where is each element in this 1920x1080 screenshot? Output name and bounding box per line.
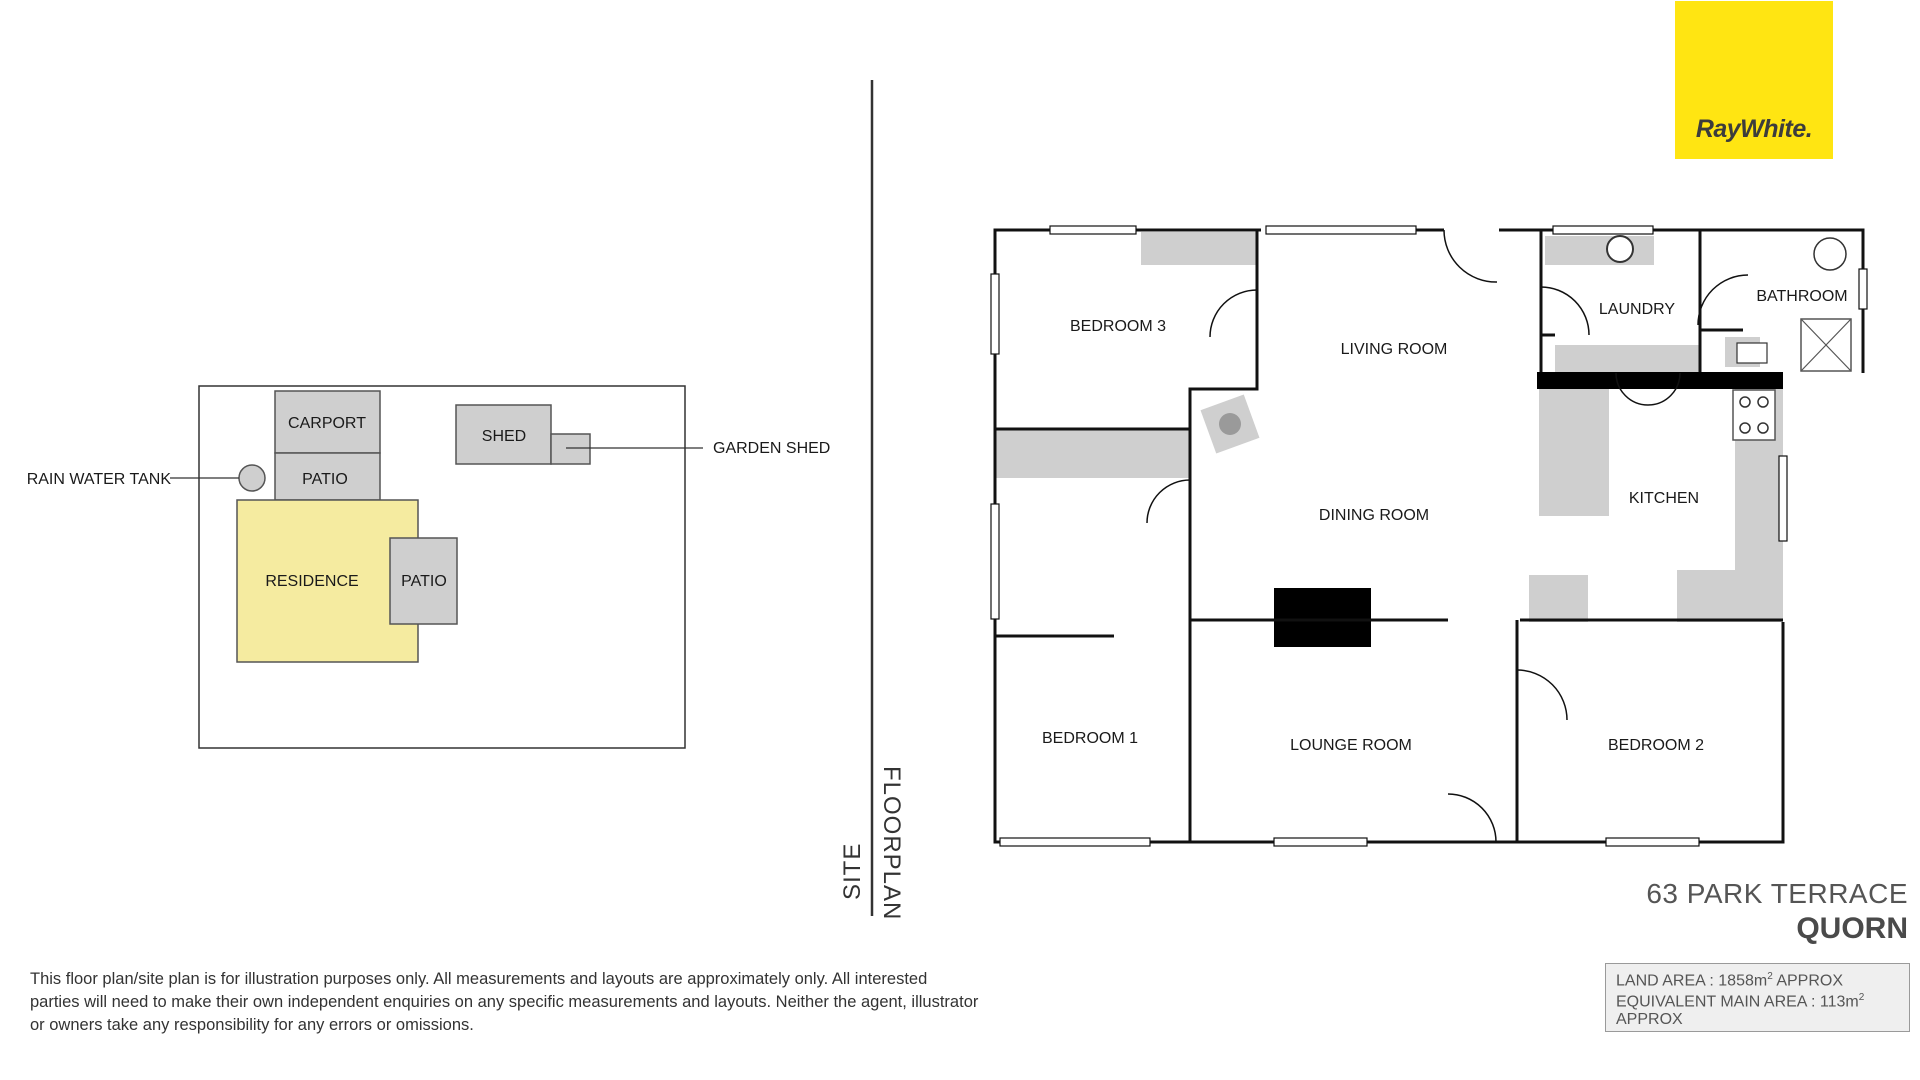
kitchen-bench-block <box>1537 372 1783 389</box>
room-label-living-room: LIVING ROOM <box>1341 341 1448 358</box>
laundry-tub-icon <box>1606 235 1634 263</box>
carport-label: CARPORT <box>288 415 366 432</box>
main-area-line: EQUIVALENT MAIN AREA : 113m2 <box>1616 992 1865 1011</box>
room-label-lounge-room: LOUNGE ROOM <box>1290 737 1412 754</box>
property-address: 63 PARK TERRACE QUORN <box>1646 878 1908 946</box>
floorplan-icons <box>1200 235 1852 647</box>
patio-side-label: PATIO <box>401 573 447 590</box>
site-section-label: SITE <box>839 843 866 900</box>
room-label-laundry: LAUNDRY <box>1599 301 1676 318</box>
garden-shed-label: GARDEN SHED <box>713 440 830 457</box>
floorplan-windows <box>990 225 1868 847</box>
carport-block <box>274 390 381 454</box>
room-label-bedroom1: BEDROOM 1 <box>1042 730 1138 747</box>
room-label-bathroom: BATHROOM <box>1756 288 1847 305</box>
residence-label: RESIDENCE <box>265 573 358 590</box>
patio-top-label: PATIO <box>302 471 348 488</box>
floorplan-section-label: FLOORPLAN <box>878 766 905 920</box>
area-info-box: LAND AREA : 1858m2 APPROX EQUIVALENT MAI… <box>1605 963 1910 1032</box>
garden-shed-block <box>550 433 591 465</box>
room-label-bedroom2: BEDROOM 2 <box>1608 737 1704 754</box>
room-label-bedroom3: BEDROOM 3 <box>1070 318 1166 335</box>
main-area-approx: APPROX <box>1616 1010 1683 1028</box>
patio-side-block <box>389 537 458 625</box>
toilet-icon <box>1813 237 1847 271</box>
logo-text: RayWhite. <box>1695 115 1813 143</box>
vanity-basin-icon <box>1736 342 1768 364</box>
room-label-dining-room: DINING ROOM <box>1319 507 1429 524</box>
floorplan-door-swings <box>1146 229 1749 843</box>
land-area-line: LAND AREA : 1858m2 APPROX <box>1616 971 1843 990</box>
street-address: 63 PARK TERRACE <box>1646 878 1908 909</box>
town-name: QUORN <box>1796 912 1908 945</box>
disclaimer-text: This floor plan/site plan is for illustr… <box>30 970 979 1034</box>
rain-water-tank-label: RAIN WATER TANK <box>27 471 172 488</box>
fireplace-icon <box>1274 588 1371 647</box>
raywhite-logo: RayWhite. <box>1675 1 1833 159</box>
shed-label: SHED <box>482 428 526 445</box>
floorplan-fixtures <box>996 232 1852 622</box>
room-label-kitchen: KITCHEN <box>1629 490 1699 507</box>
rain-water-tank-icon <box>238 464 266 492</box>
